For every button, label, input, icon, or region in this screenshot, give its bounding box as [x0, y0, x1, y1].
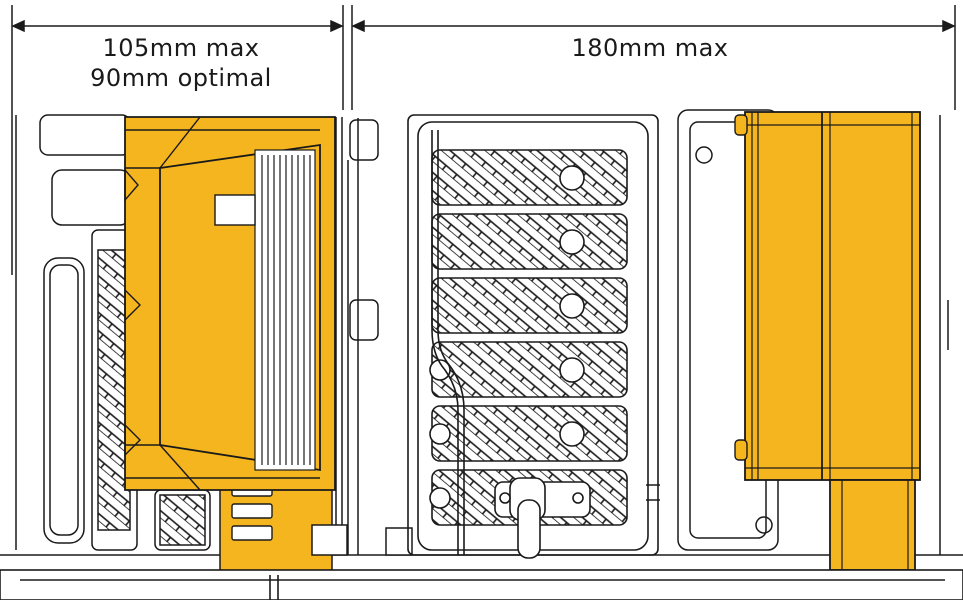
dimension-lines: [11, 5, 956, 275]
tray-rails: [311, 117, 413, 556]
bottom-shroud: [0, 569, 963, 600]
right-dimension-label: 180mm max: [480, 33, 820, 63]
radiator: [734, 111, 921, 571]
left-dimension-optimal: 90mm optimal: [90, 64, 272, 92]
right-edge: [939, 115, 949, 555]
left-dimension-max: 105mm max: [102, 34, 260, 62]
cpu-cooler: [124, 116, 336, 491]
left-dimension-label: 105mm max 90mm optimal: [40, 33, 322, 93]
connector: [494, 477, 591, 559]
cooler-heatsink: [254, 149, 316, 471]
cable: [431, 130, 465, 555]
right-dimension-max: 180mm max: [571, 34, 729, 62]
pci-slot-covers: [429, 149, 628, 526]
